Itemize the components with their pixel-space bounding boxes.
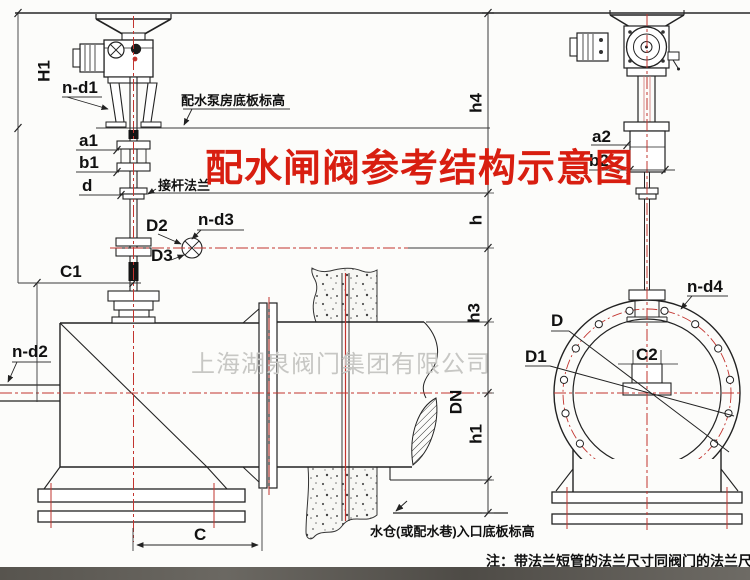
left-view-valve-body: [0, 302, 424, 523]
dim-label-C2: C2: [636, 345, 658, 364]
dim-label-D: D: [551, 311, 564, 330]
drawing-title: 配水闸阀参考结构示意图: [205, 148, 635, 190]
dim-label-n-d2: n-d2: [12, 342, 48, 361]
wall-anchor-bolt: [341, 273, 350, 521]
dim-label-b2: b2: [589, 151, 609, 170]
dim-label-h1: h1: [466, 424, 486, 444]
dim-label-a1: a1: [79, 131, 98, 150]
centerlines: [0, 14, 742, 542]
wall-hatch-lower: [305, 466, 378, 540]
wall-hatch-upper: [311, 267, 378, 323]
dimension-lines: [7, 8, 735, 551]
dim-label-h: h: [466, 214, 486, 226]
dim-label-n-d3: n-d3: [198, 210, 234, 229]
dim-label-d: d: [82, 176, 93, 195]
callout-pump-house-floor: 配水泵房底板标高: [181, 93, 286, 108]
dim-label-D3: D3: [151, 246, 173, 265]
dim-label-D2: D2: [146, 216, 168, 235]
note-text: 注：带法兰短管的法兰尺寸同阀门的法兰尺寸: [486, 553, 750, 569]
dim-label-a2: a2: [592, 127, 611, 146]
dim-label-H1: H1: [34, 60, 54, 82]
dim-label-DN: DN: [446, 389, 466, 415]
pipe-break-section: [411, 321, 439, 466]
dim-label-C1: C1: [60, 262, 82, 281]
dim-label-n-d4: n-d4: [687, 277, 723, 296]
dim-label-b1: b1: [79, 153, 99, 172]
dim-label-n-d1: n-d1: [62, 78, 98, 97]
callout-sump-inlet-floor: 水仓(或配水巷)入口底板标高: [370, 524, 535, 539]
dim-label-C: C: [194, 525, 207, 544]
flange-bolt-holes: [559, 306, 735, 448]
dim-label-h3: h3: [464, 303, 484, 323]
inlet-floor-lines: [389, 467, 508, 514]
left-view-actuator: [72, 14, 172, 128]
callout-stem-extension-flange: 接杆法兰: [158, 178, 211, 193]
watermark-text: 上海湖泉阀门集团有限公司: [191, 351, 491, 378]
dim-label-D1: D1: [525, 347, 547, 366]
dim-label-h4: h4: [466, 93, 486, 113]
bottom-banner: [0, 567, 750, 580]
